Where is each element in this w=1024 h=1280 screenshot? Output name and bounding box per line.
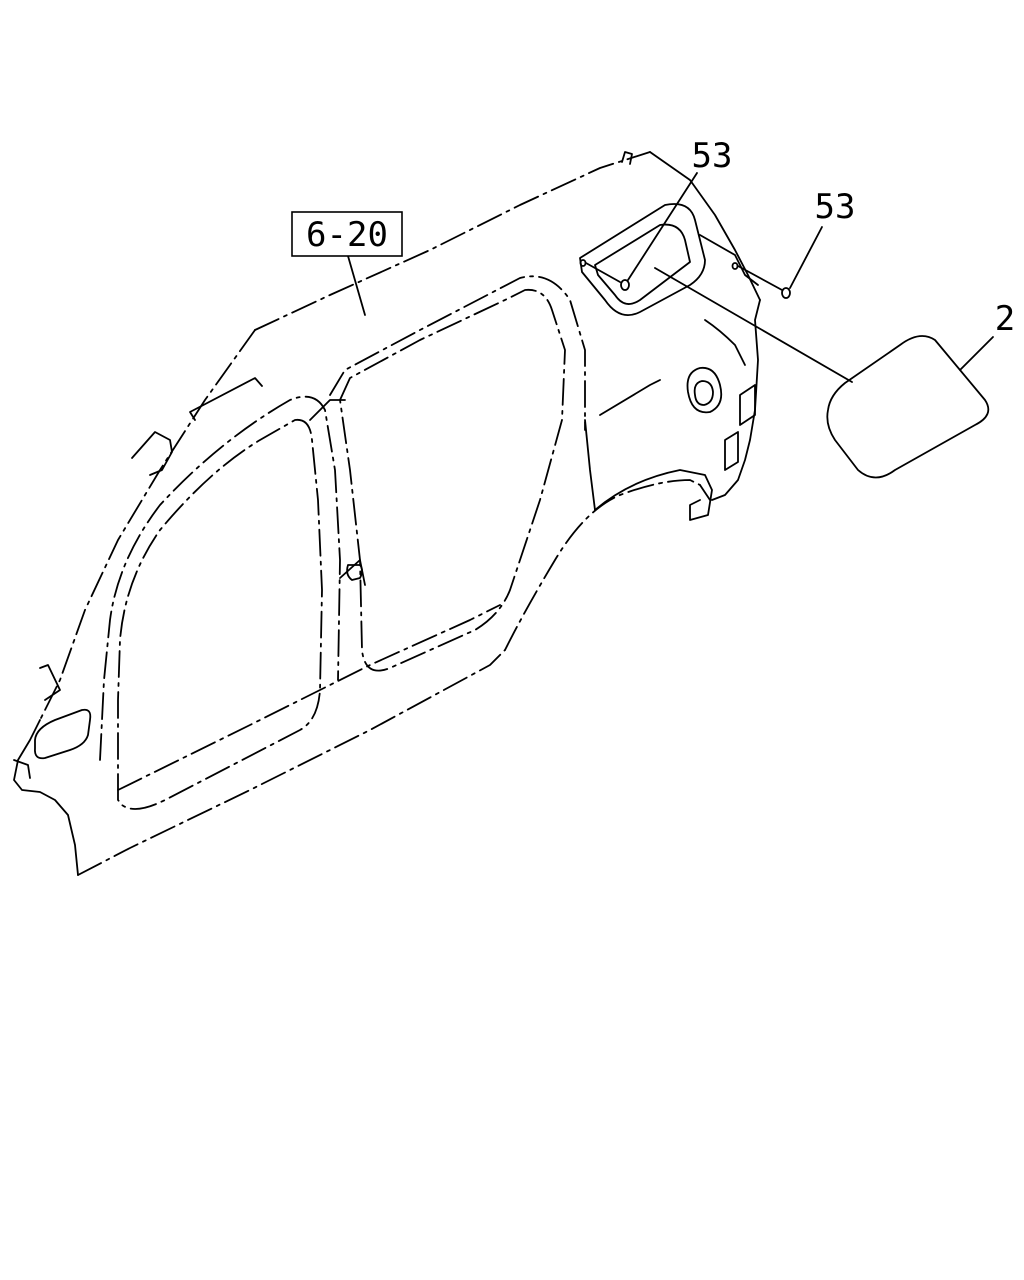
ref-label: 6-20 — [306, 215, 388, 255]
body-side-panel — [13, 151, 761, 876]
callout-quarter-glass: 2 — [995, 299, 1015, 339]
leader-lines — [347, 172, 994, 383]
clip-b — [731, 262, 791, 299]
clip-a — [579, 259, 630, 291]
callout-clip-a: 53 — [692, 136, 733, 176]
quarter-glass — [826, 335, 990, 479]
callout-clip-b: 53 — [815, 187, 856, 227]
ref-label-box: 6-20 — [291, 211, 403, 257]
